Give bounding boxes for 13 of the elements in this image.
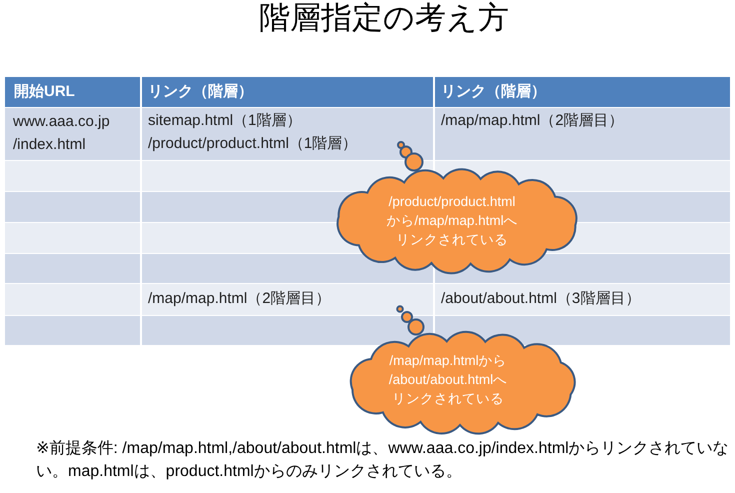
url-text: /map/map.html（2階層目） — [441, 111, 624, 131]
url-text: /about/about.html（3階層目） — [441, 289, 640, 309]
footnote-text: ※前提条件: /map/map.html,/about/about.htmlは、www.aaa.co.jp/index.htmlからリンクされていない。map.htmlは、product.htmlからのみリンクされている。 — [36, 439, 730, 482]
url-text: sitemap.html（1階層） — [148, 111, 302, 131]
cloud-text: /map/map.htmlから/about/about.htmlへリンクされている — [388, 352, 508, 408]
column-header: 開始URL — [14, 82, 75, 102]
url-text: /product/product.html（1階層） — [148, 134, 358, 154]
title: 階層指定の考え方 — [259, 0, 509, 36]
column-header: リンク（階層） — [441, 82, 546, 102]
url-text: www.aaa.co.jp /index.html — [13, 112, 111, 155]
column-header: リンク（階層） — [148, 82, 253, 102]
cloud-text: /product/product.htmlから/map/map.htmlへリンクされている — [385, 193, 519, 249]
url-text: /map/map.html（2階層目） — [148, 289, 331, 309]
